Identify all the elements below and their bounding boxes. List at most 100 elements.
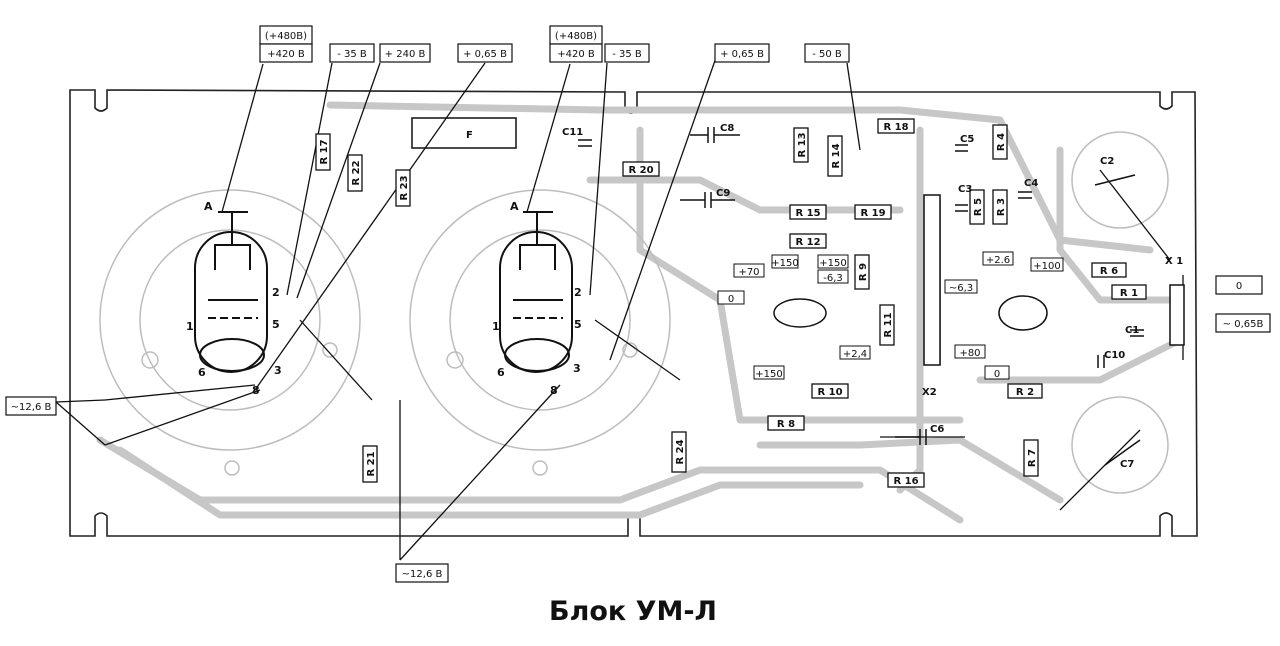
small-box-p150a [771, 254, 799, 269]
label-out065: ~ 0,65В [1223, 319, 1264, 330]
voltage-box-p065-right [714, 43, 770, 63]
label-zero-a: 0 [728, 294, 734, 305]
label-c6: C6 [930, 424, 944, 435]
connector-x1 [1169, 284, 1185, 346]
resistor-r20 [622, 161, 660, 177]
label-r4: R 4 [996, 133, 1007, 151]
label-p80: +80 [959, 348, 980, 359]
resistor-r7 [1023, 439, 1039, 477]
small-tube-left [773, 298, 827, 328]
label-ac126-left: ~12,6 В [11, 402, 52, 413]
label-c4: C4 [1024, 178, 1038, 189]
tube-right-pin-2: 2 [574, 286, 582, 299]
tube-left-pin-6: 6 [198, 366, 206, 379]
resistor-r3 [992, 189, 1008, 225]
label-c7: C7 [1120, 459, 1134, 470]
voltage-box-ac126-bottom [395, 563, 449, 583]
voltage-box-420-left [259, 43, 313, 63]
voltage-box-out0 [1215, 275, 1263, 295]
label-p70: +70 [738, 267, 759, 278]
capacitor-c6 [895, 429, 927, 445]
tube-left-pin-3: 3 [274, 364, 282, 377]
label-m50: - 50 В [812, 49, 842, 60]
label-fuse: F [466, 130, 473, 141]
fuse-f [411, 117, 517, 149]
label-zero-b: 0 [994, 369, 1000, 380]
label-420-left: +420 В [267, 49, 305, 60]
resistor-r17 [315, 133, 331, 171]
label-c8: C8 [720, 123, 734, 134]
label-p065-left: + 0,65 В [463, 49, 507, 60]
label-r15: R 15 [795, 208, 820, 219]
label-c1: C1 [1125, 325, 1139, 336]
capacitor-c4 [1018, 191, 1032, 199]
label-p26: +2.6 [986, 255, 1010, 266]
label-ac63: ~6,3 [949, 283, 973, 294]
label-c3: C3 [958, 184, 972, 195]
capacitor-c5 [955, 144, 968, 152]
tube-left-pin-5: 5 [272, 318, 280, 331]
resistor-r9 [854, 254, 870, 290]
small-box-p24 [839, 345, 871, 360]
tube-right-pin-a: A [510, 200, 519, 213]
label-x2: X2 [922, 387, 937, 398]
label-r3: R 3 [996, 198, 1007, 216]
label-p150b: +150 [819, 258, 846, 269]
capacitor-c8 [690, 127, 740, 143]
resistor-r18 [877, 118, 915, 134]
voltage-box-m50 [804, 43, 850, 63]
label-m63a: -6,3 [823, 273, 843, 284]
resistor-r12 [789, 233, 827, 249]
resistor-r19 [854, 204, 892, 220]
label-c10: C10 [1104, 350, 1125, 361]
resistor-r16 [887, 472, 925, 488]
small-box-p80 [954, 344, 986, 359]
tube-right-pin-8: 8 [550, 384, 558, 397]
label-r17: R 17 [319, 139, 330, 164]
label-r20: R 20 [628, 165, 653, 176]
small-box-p70 [733, 263, 765, 278]
resistor-r8 [767, 415, 805, 431]
resistor-r6 [1091, 262, 1127, 278]
voltage-box-m35-left [329, 43, 375, 63]
voltage-box-out065 [1215, 313, 1271, 333]
small-box-ac63 [944, 279, 978, 294]
small-box-zero-b [984, 365, 1010, 380]
resistor-r13 [793, 127, 809, 163]
voltage-box-ac126-left [5, 396, 57, 416]
resistor-r14 [827, 135, 843, 177]
connector-x2 [923, 194, 941, 366]
label-480-left: (+480В) [265, 31, 307, 42]
tube-left-pin-2: 2 [272, 286, 280, 299]
tube-socket-right [409, 189, 671, 476]
vacuum-tube-right [499, 211, 573, 373]
label-r13: R 13 [797, 132, 808, 157]
label-ac126-bottom: ~12,6 В [402, 569, 443, 580]
label-c5: C5 [960, 134, 974, 145]
label-p150a: +150 [771, 258, 798, 269]
label-r5: R 5 [973, 198, 984, 216]
label-r23: R 23 [399, 175, 410, 200]
capacitor-c3 [955, 204, 968, 212]
small-tube-right [998, 295, 1048, 331]
label-c11: C11 [562, 127, 583, 138]
voltage-box-p240 [379, 43, 431, 63]
capacitor-c1 [1130, 329, 1144, 337]
resistor-r1 [1111, 284, 1147, 300]
resistor-r11 [879, 304, 895, 346]
label-x1: X 1 [1165, 256, 1183, 267]
voltage-box-m35-right [604, 43, 650, 63]
wiring [55, 51, 1184, 561]
voltage-box-420-right [549, 43, 603, 63]
label-r14: R 14 [831, 143, 842, 168]
c2-outline [1071, 131, 1169, 229]
small-box-p26 [982, 251, 1014, 266]
label-r9: R 9 [858, 263, 869, 281]
resistor-r23 [395, 169, 411, 207]
label-480-right: (+480В) [555, 31, 597, 42]
label-p100: +100 [1033, 261, 1060, 272]
label-p240: + 240 В [385, 49, 426, 60]
label-r1: R 1 [1120, 288, 1138, 299]
label-r24: R 24 [675, 439, 686, 464]
label-r21: R 21 [366, 451, 377, 476]
